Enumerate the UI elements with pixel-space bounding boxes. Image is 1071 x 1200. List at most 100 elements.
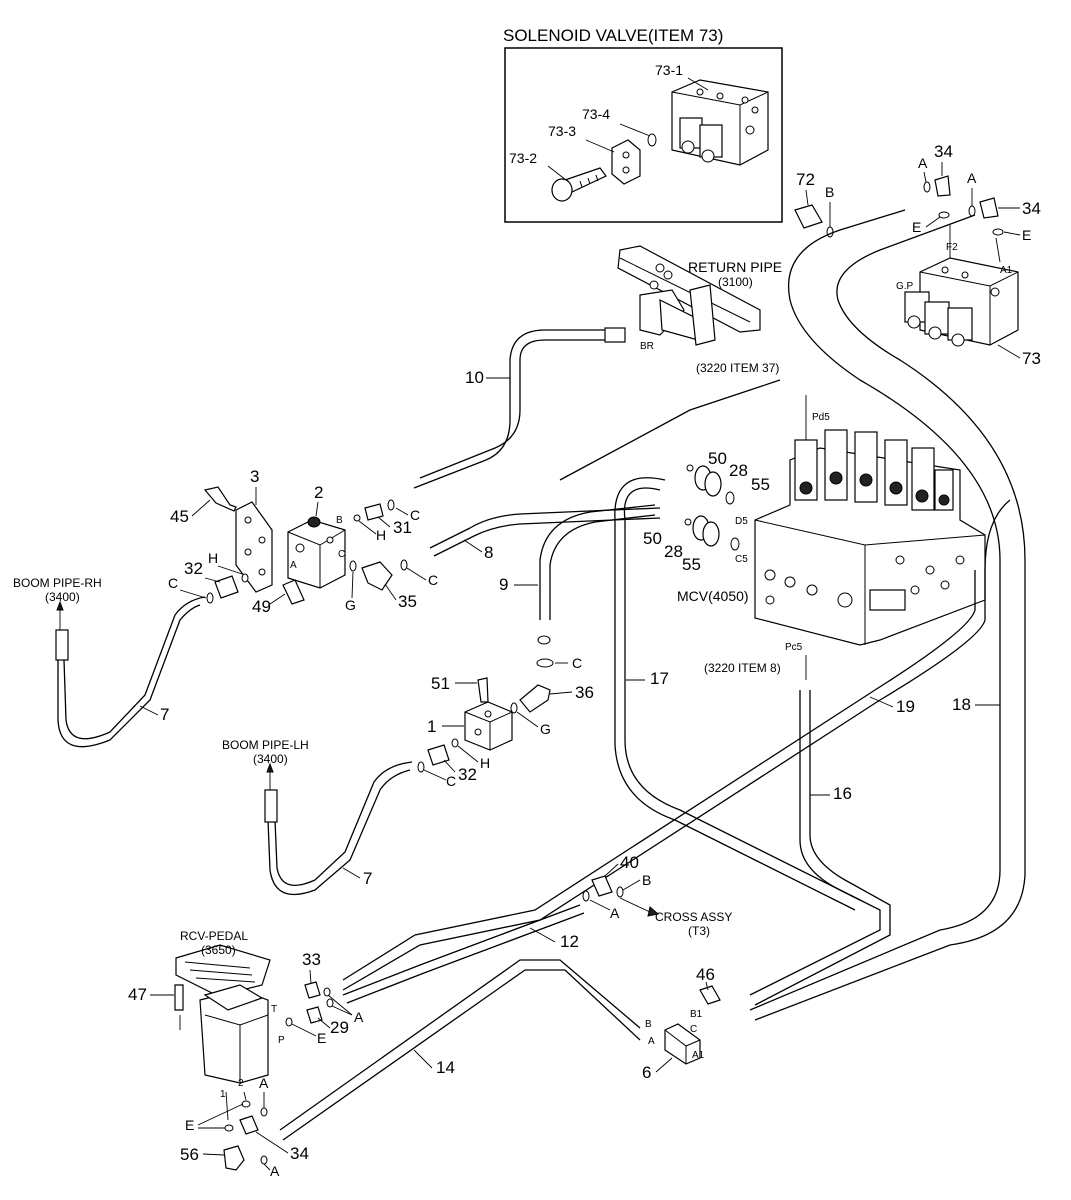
fittings-block2: 31 C H 35 G C 49 32 H C bbox=[168, 499, 438, 616]
port-f2: F2 bbox=[946, 242, 958, 253]
label-73-4: 73-4 bbox=[582, 106, 610, 122]
fittings-bottom: A E 34 56 A bbox=[180, 1075, 309, 1179]
inset-part-73-2 bbox=[551, 167, 607, 202]
callout-50-upper: 50 bbox=[708, 449, 727, 468]
letter-e-pedal: E bbox=[185, 1117, 194, 1133]
hose-8 bbox=[429, 507, 661, 549]
letter-e-34b: E bbox=[1022, 227, 1031, 243]
callout-36: 36 bbox=[575, 683, 594, 702]
callout-8: 8 bbox=[484, 543, 493, 562]
callout-34-top: 34 bbox=[934, 142, 953, 161]
callout-34-right: 34 bbox=[1022, 199, 1041, 218]
return-pipe-assembly: RETURN PIPE (3100) BR bbox=[617, 245, 782, 352]
letter-h-31: H bbox=[376, 527, 386, 543]
block2-port-c: C bbox=[338, 549, 345, 560]
callout-35: 35 bbox=[398, 592, 417, 611]
callout-14: 14 bbox=[436, 1058, 455, 1077]
callout-32-upper: 32 bbox=[184, 559, 203, 578]
letter-a-29: A bbox=[354, 1009, 364, 1025]
rcv-pedal: RCV-PEDAL (3650) T P 1 2 47 bbox=[128, 929, 285, 1121]
letter-b-40: B bbox=[642, 872, 651, 888]
inset-title: SOLENOID VALVE(ITEM 73) bbox=[503, 26, 723, 45]
return-pipe-label: RETURN PIPE bbox=[688, 259, 782, 275]
mcv-label: MCV(4050) bbox=[677, 588, 749, 604]
inset-part-73-3 bbox=[611, 139, 641, 185]
letter-c-32b: C bbox=[446, 773, 456, 789]
callout-50-lower: 50 bbox=[643, 529, 662, 548]
callout-40: 40 bbox=[620, 853, 639, 872]
return-pipe-number: (3100) bbox=[718, 275, 753, 289]
letter-c-9: C bbox=[572, 655, 582, 671]
pedal-port-1: 1 bbox=[220, 1089, 226, 1100]
rcv-pedal-label: RCV-PEDAL bbox=[180, 929, 248, 943]
callout-56: 56 bbox=[180, 1145, 199, 1164]
solenoid-valve-inset: SOLENOID VALVE(ITEM 73) 73-1 73-4 73-3 7… bbox=[503, 26, 783, 223]
inset-valve-block bbox=[671, 79, 769, 166]
letter-g-36: G bbox=[540, 721, 551, 737]
pedal-port-t: T bbox=[271, 1004, 277, 1015]
cross-assy-number: (T3) bbox=[688, 924, 710, 938]
block6-port-b: B bbox=[645, 1019, 652, 1030]
callout-17: 17 bbox=[650, 669, 669, 688]
callout-18: 18 bbox=[952, 695, 971, 714]
flange-group: 50 28 55 50 28 55 bbox=[643, 449, 770, 574]
callout-7-rh: 7 bbox=[160, 705, 169, 724]
hose-18 bbox=[749, 209, 1001, 1011]
callout-32-lower: 32 bbox=[458, 765, 477, 784]
valve-block-2: A B C 2 bbox=[287, 483, 346, 589]
inset-oring-73-4 bbox=[647, 133, 657, 147]
callout-28-lower: 28 bbox=[664, 542, 683, 561]
letter-c-31: C bbox=[410, 507, 420, 523]
callout-29: 29 bbox=[330, 1018, 349, 1037]
callout-10: 10 bbox=[465, 368, 484, 387]
letter-a-34b: A bbox=[967, 170, 977, 186]
letter-g-35: G bbox=[345, 597, 356, 613]
port-pd5: Pd5 bbox=[812, 412, 830, 423]
callout-31: 31 bbox=[393, 518, 412, 537]
hose-10 bbox=[419, 339, 605, 479]
callout-73: 73 bbox=[1022, 349, 1041, 368]
callout-9: 9 bbox=[499, 575, 508, 594]
pedal-port-2: 2 bbox=[238, 1078, 244, 1089]
fitting-40: 40 B A CROSS ASSY (T3) bbox=[582, 853, 732, 938]
callout-12: 12 bbox=[560, 932, 579, 951]
port-gp: G.P bbox=[896, 281, 914, 292]
block2-port-a: A bbox=[290, 560, 297, 571]
bolt-45: 45 bbox=[170, 486, 237, 526]
letter-a-34a: A bbox=[918, 155, 928, 171]
port-pc5: Pc5 bbox=[785, 642, 803, 653]
callout-51: 51 bbox=[431, 674, 450, 693]
block6-port-c: C bbox=[690, 1024, 697, 1035]
callout-72: 72 bbox=[796, 170, 815, 189]
hose-7-rh bbox=[57, 604, 201, 748]
callout-6: 6 bbox=[642, 1063, 651, 1082]
callout-2: 2 bbox=[314, 483, 323, 502]
main-control-valve: MCV(4050) Pd5 D5 C5 Pc5 (3220 ITEM 37) (… bbox=[677, 361, 986, 680]
boom-pipe-lh: BOOM PIPE-LH (3400) bbox=[222, 738, 309, 790]
callout-7-lh: 7 bbox=[363, 869, 372, 888]
port-br: BR bbox=[640, 341, 654, 352]
letter-a-34c: A bbox=[259, 1075, 269, 1091]
callout-33: 33 bbox=[302, 950, 321, 969]
block2-port-b: B bbox=[336, 515, 343, 526]
fittings-33-29: 33 29 A E bbox=[285, 950, 364, 1046]
callout-55-lower: 55 bbox=[682, 555, 701, 574]
letter-h-32a: H bbox=[208, 550, 218, 566]
boom-pipe-lh-label: BOOM PIPE-LH bbox=[222, 738, 309, 752]
rcv-pedal-number: (3650) bbox=[201, 943, 236, 957]
label-73-3: 73-3 bbox=[548, 123, 576, 139]
port-d5: D5 bbox=[735, 516, 748, 527]
letter-a-56: A bbox=[270, 1163, 280, 1179]
callout-45: 45 bbox=[170, 507, 189, 526]
callout-55-upper: 55 bbox=[751, 475, 770, 494]
solenoid-valve-73: G.P F2 A1 73 bbox=[896, 225, 1041, 368]
block6-port-b1: B1 bbox=[690, 1009, 703, 1020]
valve-block-1: 1 51 36 G 32 H C bbox=[417, 674, 594, 789]
hose-16 bbox=[749, 690, 881, 996]
hose-7-lh bbox=[267, 769, 411, 896]
callout-47: 47 bbox=[128, 985, 147, 1004]
letter-c-32a: C bbox=[168, 575, 178, 591]
inset-frame bbox=[504, 47, 783, 223]
cross-assy-label: CROSS ASSY bbox=[655, 910, 732, 924]
